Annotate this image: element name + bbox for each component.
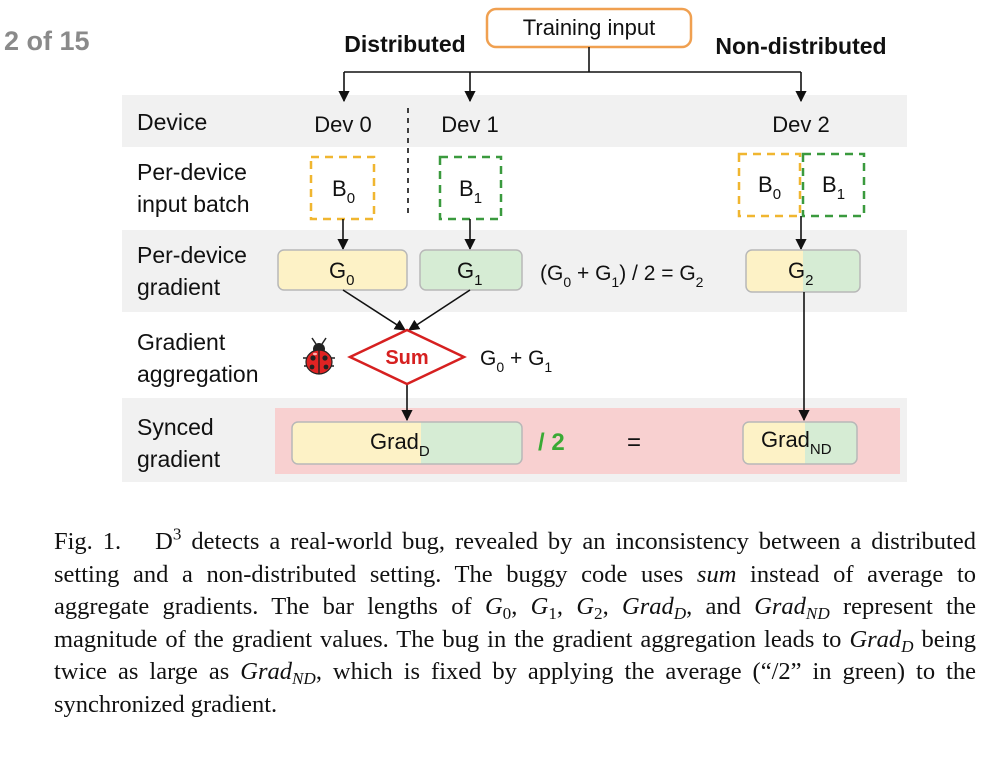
grad-d-bar <box>292 422 522 464</box>
batch-b1-label: B1 <box>459 176 482 207</box>
row-label-batch-1: Per-device <box>137 159 247 185</box>
gradient-g0-label: G0 <box>329 258 354 289</box>
device-label-2: Dev 2 <box>772 112 829 137</box>
row-label-synced-2: gradient <box>137 446 221 472</box>
row-label-device: Device <box>137 109 207 135</box>
grad-nd-bar <box>743 422 857 464</box>
batch-gradient-arrows <box>337 216 807 251</box>
batch-nd-b1-label: B1 <box>822 172 845 203</box>
row-label-gradient-2: gradient <box>137 274 221 300</box>
grad-d-label: GradD <box>370 429 430 460</box>
aggregation-arrows <box>342 289 810 422</box>
row-label-synced-1: Synced <box>137 414 214 440</box>
average-expression: (G0 + G1) / 2 = G2 <box>540 262 704 290</box>
batch-nd-b0-label: B0 <box>758 172 781 203</box>
gradient-g2-bar <box>746 250 860 292</box>
row-device-bg <box>122 95 907 147</box>
page-counter: 2 of 15 <box>4 26 90 56</box>
equals-sign: = <box>627 429 641 456</box>
distributed-label: Distributed <box>344 31 465 57</box>
row-label-batch-2: input batch <box>137 191 250 217</box>
gradient-g1-bar <box>419 249 523 291</box>
training-input-label: Training input <box>523 15 655 40</box>
divide-by-two: / 2 <box>538 429 565 456</box>
input-split-lines <box>338 47 807 103</box>
device-label-0: Dev 0 <box>314 112 371 137</box>
gradient-g1-label: G1 <box>457 258 482 289</box>
sum-label: Sum <box>385 347 428 369</box>
row-label-aggregation-2: aggregation <box>137 361 259 387</box>
grad-nd-label: GradND <box>761 427 832 458</box>
aggregation-expression: G0 + G1 <box>480 347 552 375</box>
gradient-g0-bar <box>277 249 408 291</box>
row-label-aggregation-1: Gradient <box>137 329 226 355</box>
sum-diamond <box>347 328 467 386</box>
batch-b0-label: B0 <box>332 176 355 207</box>
non-distributed-label: Non-distributed <box>715 33 886 59</box>
device-label-1: Dev 1 <box>441 112 498 137</box>
batch-nd-b0-box <box>737 152 802 218</box>
gradient-g2-label: G2 <box>788 258 813 289</box>
batch-nd-b1-box <box>801 152 866 218</box>
row-label-gradient-1: Per-device <box>137 242 247 268</box>
ladybug-icon <box>303 337 335 375</box>
figure-caption: Fig. 1.D3 detects a real-world bug, reve… <box>54 524 977 718</box>
bug-diagram: Training input Distributed Non-distribut… <box>122 7 907 482</box>
batch-b1-box <box>438 155 503 221</box>
